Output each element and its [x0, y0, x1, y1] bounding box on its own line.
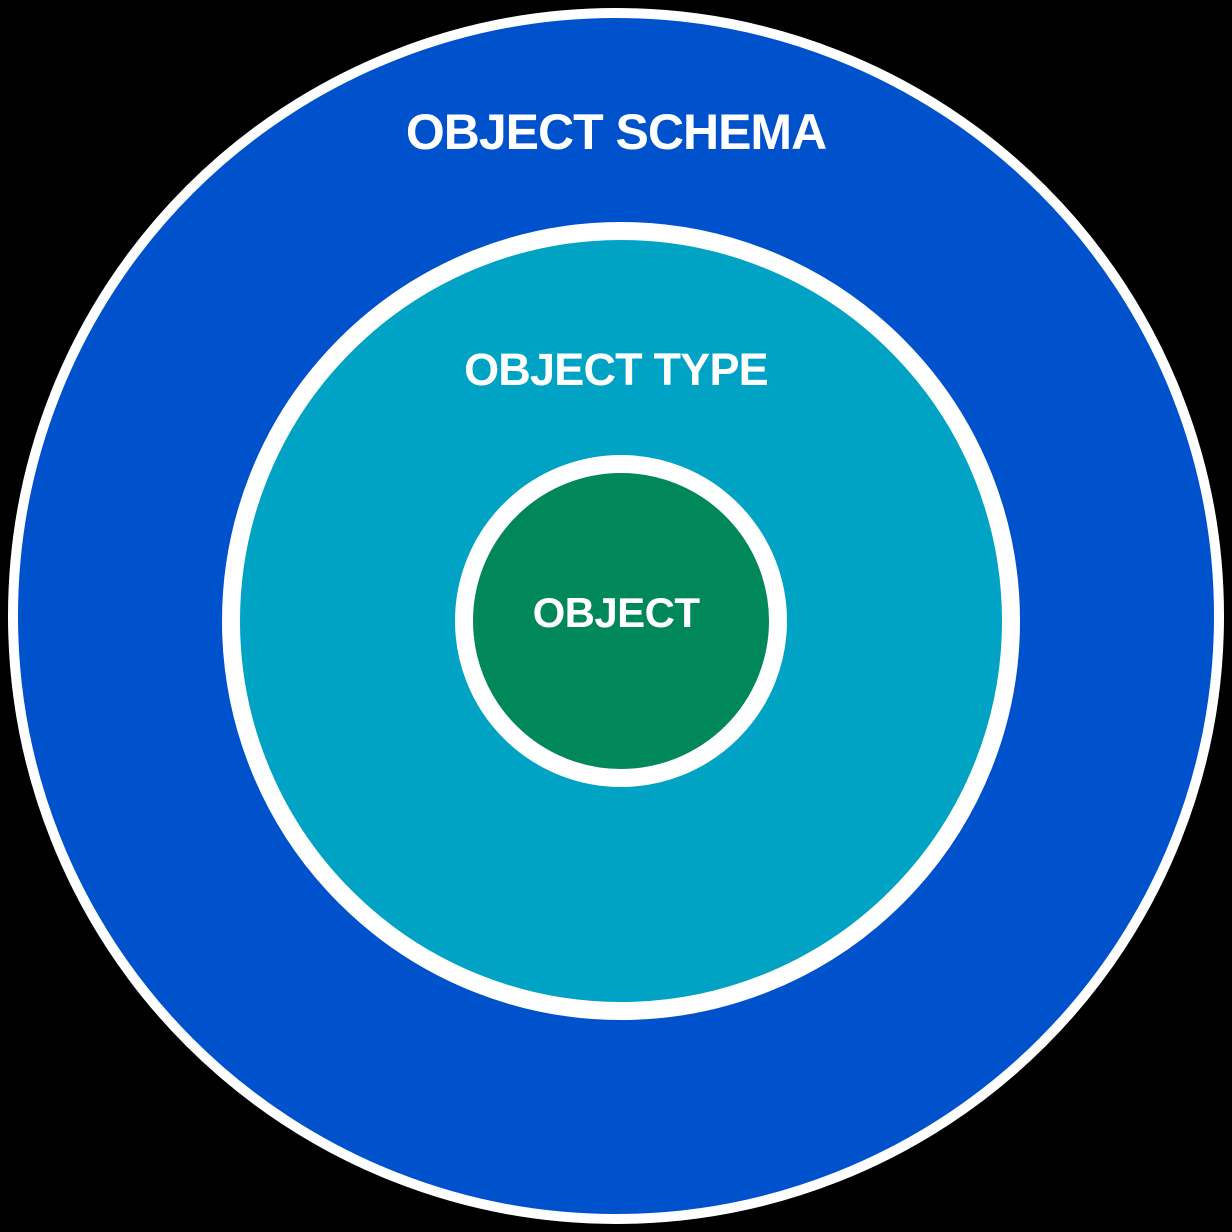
- label-object: OBJECT: [532, 589, 700, 636]
- label-object-schema: OBJECT SCHEMA: [405, 104, 827, 160]
- label-object-type: OBJECT TYPE: [464, 344, 769, 395]
